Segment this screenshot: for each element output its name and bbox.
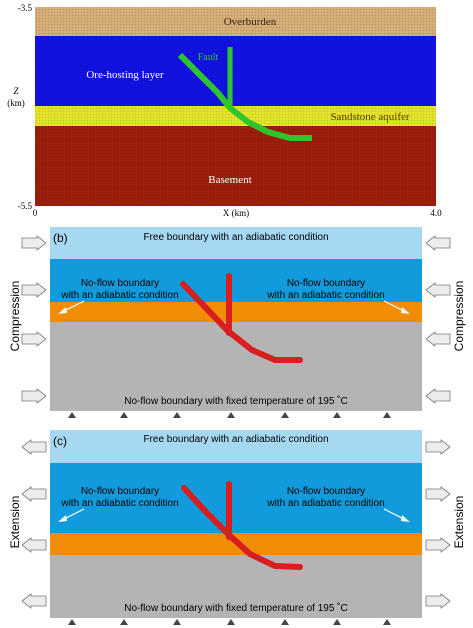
panel-c-bottom-boundary: No-flow boundary with fixed temperature … <box>124 602 347 614</box>
support-triangle-6 <box>383 412 391 418</box>
panel-c-ore-layer <box>50 463 422 533</box>
support-triangle-5 <box>333 619 341 625</box>
support-triangle-3 <box>227 412 235 418</box>
right-force-arrow-1 <box>425 282 451 298</box>
support-triangle-1 <box>120 619 128 625</box>
panel-c-right-pointer-arrow <box>383 508 410 522</box>
left-force-arrow-3 <box>21 388 47 404</box>
panel-b-left-pointer-arrow <box>58 300 85 314</box>
panel-c-left-boundary-line1: No-flow boundary <box>81 486 159 497</box>
panel-b-right-boundary-line1: No-flow boundary <box>287 278 365 289</box>
panel-c-sky-layer <box>50 430 422 463</box>
support-triangle-5 <box>333 412 341 418</box>
panel-b-ore-layer <box>50 259 422 302</box>
panel-c-right-side-label: Extension <box>452 496 466 549</box>
panel-c-left-side-label: Extension <box>8 496 22 549</box>
panel-b-bottom-supports <box>68 412 391 418</box>
left-force-arrow-1 <box>21 282 47 298</box>
right-force-arrow-3 <box>425 593 451 609</box>
basement-label: Basement <box>208 174 251 186</box>
panel-b-left-side-label: Compression <box>8 281 22 352</box>
fault-label: Fault <box>198 52 219 63</box>
panel-b-sandstone-layer <box>50 302 422 322</box>
support-triangle-3 <box>227 619 235 625</box>
ore-hosting-label: Ore-hosting layer <box>86 69 164 81</box>
panel-c: (c) Free boundary with an adiabatic cond… <box>8 430 466 625</box>
panel-c-basement-layer <box>50 555 422 618</box>
left-force-arrow-0 <box>21 235 47 251</box>
left-force-arrow-3 <box>21 593 47 609</box>
x-axis-left-tick: 0 <box>33 208 38 218</box>
support-triangle-0 <box>68 619 76 625</box>
right-force-arrow-2 <box>425 537 451 553</box>
panel-a: Overburden Ore-hosting layer Fault Sands… <box>7 3 442 218</box>
fault-inclined-segment <box>177 52 312 141</box>
panel-c-bottom-supports <box>68 619 391 625</box>
left-force-arrow-2 <box>21 537 47 553</box>
panel-b-force-arrows <box>21 235 451 404</box>
support-triangle-4 <box>281 619 289 625</box>
x-axis-label: X (km) <box>223 208 249 218</box>
overburden-label: Overburden <box>224 16 277 28</box>
left-force-arrow-0 <box>21 439 47 455</box>
mesh-grid <box>35 7 436 206</box>
panel-c-force-arrows <box>21 439 451 609</box>
left-force-arrow-1 <box>21 486 47 502</box>
panel-b: (b) Free boundary with an adiabatic cond… <box>8 227 466 418</box>
panel-b-left-boundary-line2: with an adiabatic condition <box>60 290 178 301</box>
support-triangle-4 <box>281 412 289 418</box>
panel-c-fault-inclined <box>181 485 303 570</box>
y-axis-top-tick: -3.5 <box>18 3 33 13</box>
support-triangle-0 <box>68 412 76 418</box>
panel-b-fault-inclined <box>180 281 303 363</box>
right-force-arrow-2 <box>425 331 451 347</box>
support-triangle-6 <box>383 619 391 625</box>
sandstone-label: Sandstone aquifer <box>330 111 409 123</box>
y-axis-unit: (km) <box>7 98 25 108</box>
panel-c-right-boundary-line2: with an adiabatic condition <box>266 498 384 509</box>
panel-c-left-boundary-line2: with an adiabatic condition <box>60 498 178 509</box>
right-force-arrow-0 <box>425 439 451 455</box>
panel-b-right-side-label: Compression <box>452 281 466 352</box>
y-axis-bottom-tick: -5.5 <box>18 201 33 211</box>
panel-c-top-boundary: Free boundary with an adiabatic conditio… <box>143 434 328 445</box>
right-force-arrow-3 <box>425 388 451 404</box>
panel-b-bottom-boundary: No-flow boundary with fixed temperature … <box>124 395 347 407</box>
panel-b-tag: (b) <box>53 231 68 245</box>
y-axis-name: Z <box>13 86 19 96</box>
x-axis-right-tick: 4.0 <box>430 208 442 218</box>
right-force-arrow-0 <box>425 235 451 251</box>
panel-c-tag: (c) <box>53 434 67 448</box>
panel-b-left-boundary-line1: No-flow boundary <box>81 278 159 289</box>
panel-c-right-boundary-line1: No-flow boundary <box>287 486 365 497</box>
left-force-arrow-2 <box>21 331 47 347</box>
panel-b-top-boundary: Free boundary with an adiabatic conditio… <box>143 232 328 243</box>
panel-b-sky-layer <box>50 227 422 259</box>
panel-b-right-pointer-arrow <box>383 300 410 314</box>
panel-b-right-boundary-line2: with an adiabatic condition <box>266 290 384 301</box>
right-force-arrow-1 <box>425 486 451 502</box>
support-triangle-1 <box>120 412 128 418</box>
support-triangle-2 <box>173 412 181 418</box>
panel-c-left-pointer-arrow <box>58 508 85 522</box>
support-triangle-2 <box>173 619 181 625</box>
